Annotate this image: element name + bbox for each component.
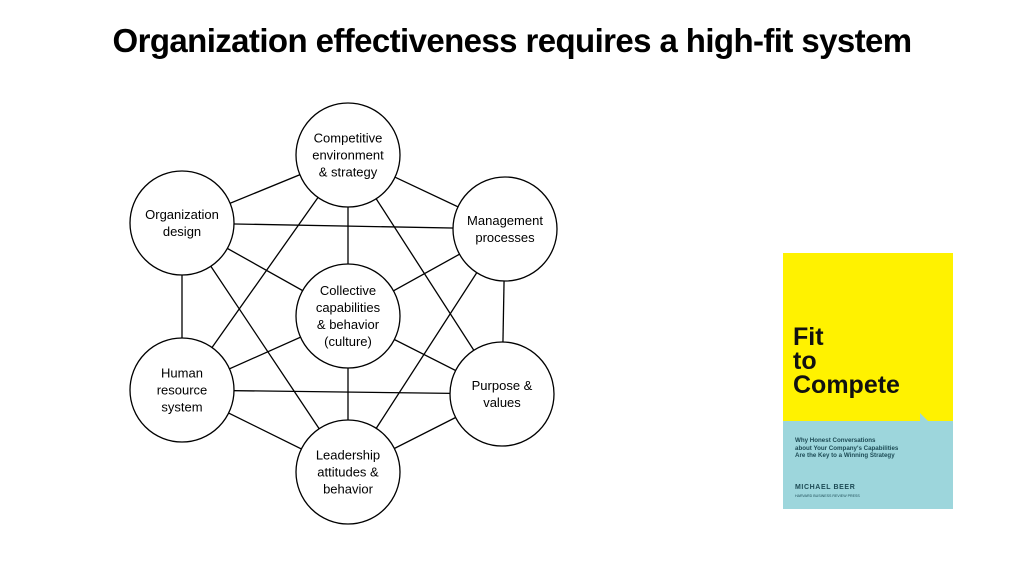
node-label: Human <box>161 366 203 381</box>
book-title-line: Compete <box>793 371 900 399</box>
node-label: Collective <box>320 283 376 298</box>
node-purpose: Purpose & values <box>449 341 555 447</box>
node-management: Management processes <box>452 176 558 282</box>
book-subtitle-line: about Your Company's Capabilities <box>795 444 899 452</box>
node-label: system <box>161 400 202 415</box>
node-label: Organization <box>145 207 219 222</box>
edge-human-purpose <box>181 389 503 395</box>
node-label: environment <box>312 148 384 163</box>
node-circle <box>295 263 401 369</box>
node-competitive: Competitive environment & strategy <box>295 102 401 208</box>
node-label: Management <box>467 213 543 228</box>
node-human: Human resource system <box>129 337 235 443</box>
node-label: processes <box>475 230 535 245</box>
edge-management-orgdesign <box>181 222 506 230</box>
node-leadership: Leadership attitudes & behavior <box>295 419 401 525</box>
speech-bubble-icon <box>920 413 942 435</box>
node-circle <box>129 170 235 276</box>
book-title-line: Fit <box>793 323 824 351</box>
node-label: & behavior <box>317 317 380 332</box>
node-orgdesign: Organization design <box>129 170 235 276</box>
book-subtitle-line: Why Honest Conversations <box>795 437 876 444</box>
node-label: values <box>483 395 521 410</box>
node-circle <box>452 176 558 282</box>
node-label: & strategy <box>319 165 378 180</box>
node-label: resource <box>157 383 208 398</box>
node-label: Leadership <box>316 448 380 463</box>
page-title: Organization effectiveness requires a hi… <box>112 22 913 59</box>
node-circle <box>295 419 401 525</box>
book-cover-bottom <box>783 421 953 509</box>
book-author: MICHAEL BEER <box>795 484 856 491</box>
node-label: capabilities <box>316 300 381 315</box>
node-label: design <box>163 224 201 239</box>
node-label: Competitive <box>314 131 383 146</box>
node-circle <box>449 341 555 447</box>
book-title-line: to <box>793 347 817 375</box>
node-label: Purpose & <box>472 378 533 393</box>
book-cover-top <box>783 253 953 421</box>
node-circle <box>295 102 401 208</box>
book-publisher: HARVARD BUSINESS REVIEW PRESS <box>795 494 860 498</box>
diagram-nodes: Competitive environment & strategyManageme… <box>129 102 558 525</box>
node-circle <box>129 337 235 443</box>
book-subtitle-line: Are the Key to a Winning Strategy <box>795 452 895 460</box>
node-collective: Collective capabilities & behavior (culture… <box>295 263 401 369</box>
book-cover: Fit to Compete Why Honest Conversations … <box>783 253 953 509</box>
node-label: behavior <box>323 482 374 497</box>
book-title: Fit to Compete <box>793 323 900 399</box>
node-label: attitudes & <box>317 465 379 480</box>
node-label: (culture) <box>324 334 372 349</box>
book-subtitle: Why Honest Conversations about Your Comp… <box>795 437 945 460</box>
